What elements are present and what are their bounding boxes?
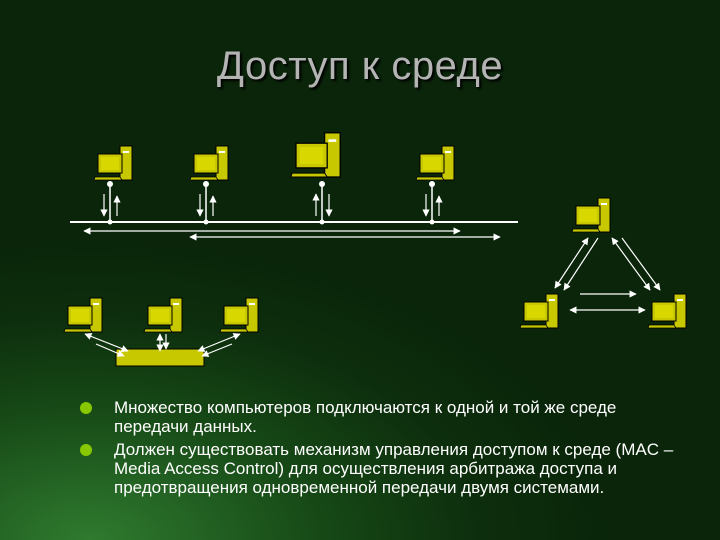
computer-icon (219, 297, 259, 333)
bullet-item: Должен существовать механизм управления … (80, 440, 680, 497)
star-topology (63, 297, 259, 367)
computer-icon (93, 145, 133, 181)
bullet-item: Множество компьютеров подключаются к одн… (80, 398, 680, 436)
computer-icon (290, 132, 341, 178)
network-diagram (63, 132, 687, 367)
computer-icon (189, 145, 229, 181)
bus-topology (70, 132, 518, 241)
slide-title: Доступ к среде (216, 44, 504, 88)
computer-icon (519, 293, 559, 329)
computer-icon (415, 145, 455, 181)
bullet-text: Должен существовать механизм управления … (114, 440, 674, 497)
bullet-text: Множество компьютеров подключаются к одн… (114, 398, 617, 436)
computer-icon (63, 297, 103, 333)
ring-topology (519, 197, 687, 329)
hub-icon (115, 348, 205, 367)
computer-icon (571, 197, 611, 233)
bullet-list: Множество компьютеров подключаются к одн… (80, 398, 680, 501)
computer-icon (647, 293, 687, 329)
bullet-dot-icon (80, 402, 92, 414)
bullet-dot-icon (80, 444, 92, 456)
computer-icon (143, 297, 183, 333)
